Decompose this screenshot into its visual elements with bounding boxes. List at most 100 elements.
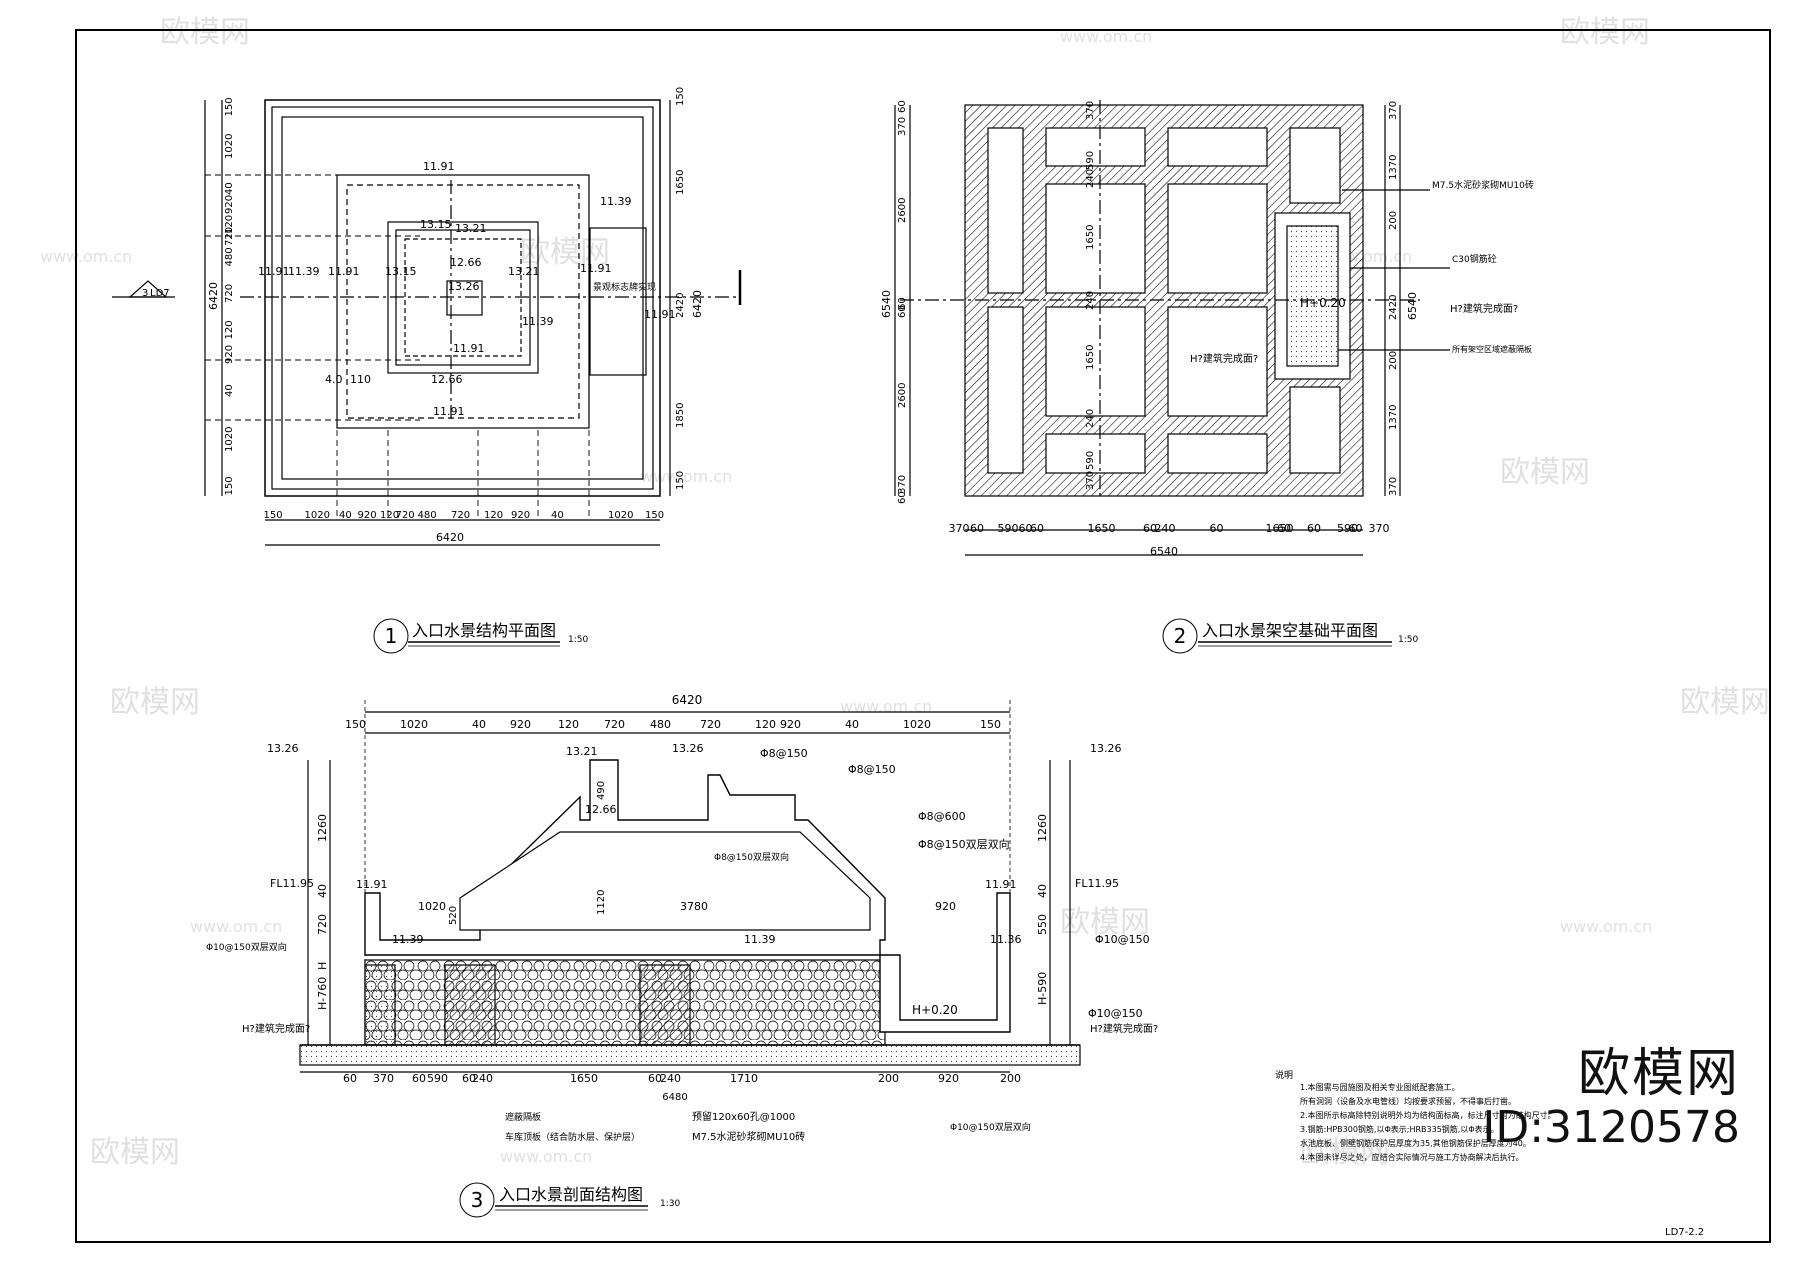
plan2-dim-bottom: 60	[1277, 522, 1291, 535]
plan1-dim-bottom: 40	[339, 510, 352, 521]
section3-dim-inner: 920	[935, 900, 956, 913]
plan1-dim-left: 720	[224, 227, 235, 246]
title-section3-num: 3	[471, 1188, 484, 1212]
section3-level: 13.26	[267, 742, 299, 755]
section3-rebar-label: Φ8@150双层双向	[714, 851, 789, 863]
watermark-text: www.om.cn	[40, 247, 132, 266]
plan1-total-left: 6420	[207, 282, 220, 310]
section3-dim-right: 550	[1036, 914, 1049, 935]
section3-dim-inner: 3780	[680, 900, 708, 913]
plan2-drawing	[894, 100, 1450, 556]
plan2-dim-bottom: 60	[1349, 522, 1363, 535]
section3-dim-top: 1020	[400, 718, 428, 731]
plan1-dim-bottom: 150	[264, 510, 283, 521]
plan2-dim-right: 200	[1388, 351, 1399, 370]
section3-dim-bottom: 240	[472, 1072, 493, 1085]
plan2-dim-left: 370	[897, 117, 908, 136]
section3-rebar-label: Φ8@150	[848, 763, 896, 776]
section3-level: 13.26	[1090, 742, 1122, 755]
title-plan2-name: 入口水景架空基础平面图	[1202, 621, 1378, 640]
notes-line: 3.钢筋:HPB300钢筋,以Φ表示;HRB335钢筋,以Φ表示。	[1300, 1124, 1499, 1134]
plan2-dim-inner: 1650	[1085, 345, 1096, 370]
notes-line: 所有洞洞（设备及水电管线）均按要求预留，不得事后打凿。	[1300, 1096, 1516, 1106]
section3-callout: 车库顶板（结合防水层、保护层）	[505, 1131, 640, 1143]
title-plan1-scale: 1:50	[568, 635, 588, 645]
plan2-dim-bottom: 370	[1369, 522, 1390, 535]
section3-level: 11.91	[356, 878, 388, 891]
plan2-dim-inner: 1650	[1085, 225, 1096, 250]
plan1-elevation: 11.91	[423, 160, 455, 173]
section3-dim-inner: 1020	[418, 900, 446, 913]
section3-drawing	[299, 700, 1081, 1073]
title-plan2-scale: 1:50	[1398, 635, 1418, 645]
plan1-dim-right: 1650	[675, 170, 686, 195]
watermark-text: www.om.cn	[640, 467, 732, 486]
section3-rebar-label: Φ8@150双层双向	[918, 837, 1010, 851]
section3-dim-right: 1260	[1036, 814, 1049, 842]
section3-dim-left: H-760	[316, 977, 329, 1010]
section3-dim-inner: 520	[448, 906, 459, 925]
section3-level: 11.39	[392, 933, 424, 946]
section3-callout: 预留120x60孔@1000	[692, 1110, 795, 1123]
watermark-text: www.om.cn	[1060, 27, 1152, 46]
plan2-total-right: 6540	[1406, 292, 1419, 320]
plan2-dim-bottom: 240	[1155, 522, 1176, 535]
plan1-total-right: 6420	[691, 290, 704, 318]
title-plan1-num: 1	[385, 624, 398, 648]
section3-level: 12.66	[585, 803, 617, 816]
title-section3-scale: 1:30	[660, 1199, 680, 1209]
watermark-text: 欧模网	[90, 1135, 180, 1170]
section3-level: 11.36	[990, 933, 1022, 946]
plan1-elevation: 13.21	[455, 222, 487, 235]
notes-line: 2.本图所示标高除特别说明外均为结构面标高，标注尺寸均为结构尺寸。	[1300, 1110, 1556, 1120]
plan2-dim-bottom: 60	[970, 522, 984, 535]
watermark-id: ID:3120578	[1482, 1101, 1740, 1153]
plan1-dim-right: 2420	[675, 293, 686, 318]
plan2-dim-left: 60	[897, 100, 908, 113]
section3-dim-bottom: 60	[648, 1072, 662, 1085]
plan2-dim-right: 1370	[1388, 405, 1399, 430]
plan1-note: 景观标志牌实现	[593, 281, 656, 293]
plan1-dim-right: 150	[675, 87, 686, 106]
plan1-dim-left: 120	[224, 320, 235, 339]
plan1-dim-left: 1020	[224, 427, 235, 452]
plan2-dim-bottom: 590	[998, 522, 1019, 535]
section3-h-ref-right: H?建筑完成面?	[1090, 1022, 1158, 1035]
section3-dim-top: 920	[780, 718, 801, 731]
plan2-dim-right: 370	[1388, 477, 1399, 496]
section3-level: 11.39	[744, 933, 776, 946]
plan2-total-dim: 6540	[1150, 545, 1178, 558]
watermark-text: www.om.cn	[840, 697, 932, 716]
plan2-label-height: H+0.20	[1300, 296, 1346, 310]
plan2-dim-left: 60	[897, 305, 908, 318]
title-section3: 3 入口水景剖面结构图 1:30	[459, 1182, 680, 1218]
section3-level: FL11.95	[270, 877, 314, 890]
plan2-total-left: 6540	[880, 290, 893, 318]
general-notes: 说明 1.本图需与园施图及相关专业图纸配套施工。所有洞洞（设备及水电管线）均按要…	[1275, 1069, 1556, 1162]
title-plan1-name: 入口水景结构平面图	[412, 621, 556, 640]
plan1-elevation: 11.91	[328, 265, 360, 278]
plan2-dim-bottom: 60	[1210, 522, 1224, 535]
plan2-dim-inner: 370	[1085, 101, 1096, 120]
plan1-elevation: 13.15	[385, 265, 417, 278]
plan2-label-note2: H?建筑完成面?	[1190, 352, 1258, 365]
sheet-number: LD7-2.2	[1665, 1227, 1704, 1238]
section3-dim-bottom: 590	[427, 1072, 448, 1085]
plan2-dim-bottom: 370	[949, 522, 970, 535]
watermark-text: 欧模网	[110, 685, 200, 720]
plan1-dim-left: 150	[224, 476, 235, 495]
plan1-elevation: 11.91	[453, 342, 485, 355]
plan2-dim-bottom: 60	[1019, 522, 1033, 535]
plan2-dim-right: 1370	[1388, 155, 1399, 180]
watermark-text: 欧模网	[1560, 15, 1650, 50]
plan1-dim-left: 1020	[224, 134, 235, 159]
section3-rebar-label: Φ10@150双层双向	[950, 1121, 1031, 1133]
plan2-label-concrete: C30钢筋砼	[1452, 253, 1497, 265]
plan2-dim-right: 370	[1388, 101, 1399, 120]
plan1-dim-bottom: 1020	[305, 510, 330, 521]
plan2-dim-bottom: 60	[1143, 522, 1157, 535]
section3-dim-top: 120	[755, 718, 776, 731]
section3-dim-right: H-590	[1036, 972, 1049, 1005]
